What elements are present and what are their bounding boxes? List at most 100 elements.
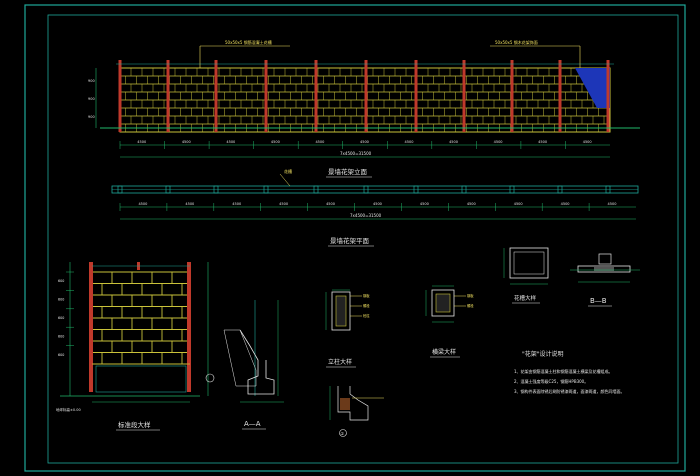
elevation-post xyxy=(558,60,562,132)
section-aa-view: A—A xyxy=(223,300,284,430)
section-bb-view: B—B xyxy=(570,253,640,307)
elevation-post xyxy=(314,60,318,132)
elevation-segment-dim: 4500 xyxy=(449,140,458,144)
trough-outer xyxy=(509,247,549,279)
beam-label-2: 螺栓 xyxy=(467,303,474,308)
elevation-segment-dim: 4500 xyxy=(182,140,191,144)
elevation-total-dim: 7x4500=31500 xyxy=(340,151,372,156)
plan-post xyxy=(363,185,369,194)
plan-segment-dim: 4500 xyxy=(279,202,288,206)
detail-height-dim: 600 xyxy=(58,279,64,283)
elevation-post xyxy=(364,60,368,132)
base-detail-hatch xyxy=(340,398,350,410)
post-label-1: 钢板 xyxy=(363,293,370,298)
elevation-view: 50x50x5 钢筋混凝土花槽 50x50x5 钢木花架饰面 900 900 9… xyxy=(88,39,640,178)
footer-symbol: ① xyxy=(341,431,345,436)
plan-segment-dim: 4500 xyxy=(232,202,241,206)
trough-detail-title: 花槽大样 xyxy=(514,294,537,302)
post-label-2: 螺栓 xyxy=(363,303,370,308)
notes-line-3: 3、钢构件表面除锈后刷防锈漆两道，面漆两道，颜色同墙面。 xyxy=(514,388,625,394)
section-bb-title: B—B xyxy=(590,297,607,305)
notes-line-2: 2、混凝土强度等级C25，钢筋HPB300。 xyxy=(514,378,588,384)
elevation-segment-dim: 4500 xyxy=(226,140,235,144)
detail-post-right xyxy=(187,262,191,392)
detail-wall-title: 标准段大样 xyxy=(118,420,151,429)
post-detail-outer xyxy=(331,291,351,331)
elevation-segment-dim: 4500 xyxy=(360,140,369,144)
detail-bottom-label: 地坪标高±0.00 xyxy=(56,407,81,412)
plan-post xyxy=(263,185,269,194)
plan-post xyxy=(413,185,419,194)
plan-post xyxy=(509,185,515,194)
plan-title: 景墙花架平面 xyxy=(330,236,370,245)
plan-post xyxy=(461,185,467,194)
plan-post xyxy=(313,185,319,194)
post-detail-core xyxy=(335,295,347,327)
callout-right-label: 50x50x5 钢木花架饰面 xyxy=(495,39,538,45)
elevation-segment-dim: 4500 xyxy=(538,140,547,144)
outer-frame xyxy=(24,4,686,472)
elevation-height-dim-1: 900 xyxy=(88,79,95,83)
plan-segment-dim: 4500 xyxy=(608,202,617,206)
elevation-height-dim-2: 900 xyxy=(88,97,95,101)
plan-post xyxy=(117,185,123,194)
beam-detail-outer xyxy=(431,289,455,317)
base-detail-profile xyxy=(337,386,369,421)
elevation-post xyxy=(414,60,418,132)
elevation-post xyxy=(264,60,268,132)
plan-segment-dim: 4500 xyxy=(185,202,194,206)
detail-wall-bricks xyxy=(91,271,190,365)
plan-total-dim: 7x4500=31500 xyxy=(350,213,382,218)
callout-left-label: 50x50x5 钢筋混凝土花槽 xyxy=(225,39,272,45)
plan-segment-dim: 4500 xyxy=(514,202,523,206)
plan-callout-label: 花槽 xyxy=(284,168,292,174)
plan-segment-dim: 4500 xyxy=(420,202,429,206)
footer-symbol-circle xyxy=(339,429,347,437)
elevation-blue-fill xyxy=(575,68,610,108)
post-detail-title: 立柱大样 xyxy=(328,358,352,366)
beam-detail-core xyxy=(435,293,451,313)
beam-label-1: 钢板 xyxy=(467,293,474,298)
trough-detail-view: 花槽大样 xyxy=(503,247,549,304)
trough-inner xyxy=(513,251,545,275)
detail-callout-circle xyxy=(205,373,215,383)
elevation-segment-dim: 4500 xyxy=(583,140,592,144)
elevation-posts xyxy=(116,60,614,132)
section-aa-profile xyxy=(239,329,275,395)
elevation-title: 景墙花架立面 xyxy=(328,167,368,176)
post-detail-view: 钢板 螺栓 砼柱 立柱大样 xyxy=(325,289,370,368)
plan-segment-dim: 4500 xyxy=(373,202,382,206)
notes-title: "花架"设计说明 xyxy=(522,350,564,358)
detail-foundation xyxy=(95,365,187,393)
elevation-segment-dim: 4500 xyxy=(271,140,280,144)
elevation-segment-dim: 4500 xyxy=(137,140,146,144)
elevation-height-dim-3: 900 xyxy=(88,115,95,119)
plan-segment-dim: 4500 xyxy=(138,202,147,206)
detail-height-dim: 600 xyxy=(58,316,64,320)
elevation-post xyxy=(510,60,514,132)
beam-detail-title: 横梁大样 xyxy=(432,348,456,356)
plan-post xyxy=(605,185,611,194)
plan-segment-dim: 4500 xyxy=(467,202,476,206)
section-aa-wedge xyxy=(223,329,257,387)
plan-post xyxy=(213,185,219,194)
elevation-post xyxy=(214,60,218,132)
elevation-post xyxy=(166,60,170,132)
inner-frame xyxy=(47,14,679,464)
base-detail-view: ① xyxy=(329,386,384,437)
section-bb-plate xyxy=(577,265,631,273)
elevation-post xyxy=(118,60,122,132)
plan-posts xyxy=(117,185,611,194)
beam-detail-view: 钢板 螺栓 横梁大样 xyxy=(425,285,474,358)
detail-height-dim: 600 xyxy=(58,298,64,302)
design-notes: "花架"设计说明 1、花架由钢筋混凝土柱和钢筋混凝土横梁及花槽组成。 2、混凝土… xyxy=(514,350,625,394)
elevation-segment-dim: 4500 xyxy=(315,140,324,144)
plan-callout-leader xyxy=(279,173,291,187)
section-bb-core xyxy=(594,267,614,271)
elevation-segment-dim: 4500 xyxy=(494,140,503,144)
